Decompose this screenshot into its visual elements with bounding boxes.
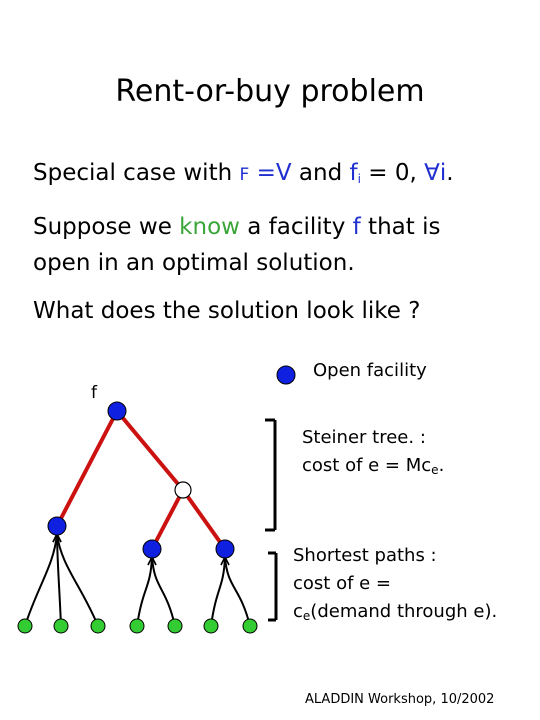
shortest-paths-title: Shortest paths : [293,545,437,566]
shortest-paths-cost: cost of e = [293,573,392,594]
steiner-title: Steiner tree. : [302,427,426,448]
shortest-path-edge [56,533,99,627]
text: = 0, [360,160,425,186]
eq-V: =V [249,160,292,186]
client-node [203,618,219,634]
shortest-path-edge [210,556,226,627]
set-F: F [239,165,250,185]
shortest-path-edge [224,556,251,627]
client-node [167,618,183,634]
bullet-special-case: Special case with F =V and fi = 0, ∀i. [33,160,454,186]
forall-i: ∀i [424,160,447,186]
text: . [446,160,454,186]
var-f: f [352,214,361,240]
text: . [438,455,445,476]
facility-node [142,539,162,559]
steiner-node [174,481,192,499]
steiner-edge [150,489,185,550]
steiner-cost: cost of e = Mce. [302,455,444,477]
shortest-path-edge [151,556,176,627]
brackets [265,418,278,622]
bullet-suppose: Suppose we know a facility f that is [33,214,440,240]
client-node [129,618,145,634]
bullet-question: What does the solution look like ? [33,298,421,324]
text: (demand through e). [310,601,498,622]
steiner-edge [181,488,227,551]
root-facility-label: f [91,383,97,403]
client-node [242,618,258,634]
subscript-e: e [431,463,439,477]
client-node [53,618,69,634]
text: Suppose we [33,214,180,240]
steiner-edge [115,409,185,492]
legend-facility-node [276,365,296,385]
steiner-edge [55,410,119,527]
facility-node [215,539,235,559]
text: and [291,160,350,186]
facility-node [107,401,127,421]
text: cost of e = Mc [302,455,432,476]
subscript-e: e [302,609,311,623]
client-node [17,618,33,634]
footer: ALADDIN Workshop, 10/2002 [305,692,495,707]
shortest-path-edge [56,533,62,627]
tree-nodes [17,401,258,634]
legend-open-facility: Open facility [313,360,427,381]
text: that is [360,214,441,240]
subscript-i: i [357,172,361,186]
know-word: know [179,214,240,240]
slide-title: Rent-or-buy problem [115,74,425,109]
steiner-edges [55,409,227,551]
text: c [293,601,303,622]
shortest-path-edge [136,556,153,627]
client-node [90,618,106,634]
text: a facility [239,214,353,240]
facility-node [47,516,67,536]
var-f: f [349,160,358,186]
bullet-suppose-cont: open in an optimal solution. [33,250,355,276]
shortest-paths-cost-formula: ce(demand through e). [293,601,497,623]
shortest-path-edge [24,533,58,627]
text: Special case with [33,160,240,186]
